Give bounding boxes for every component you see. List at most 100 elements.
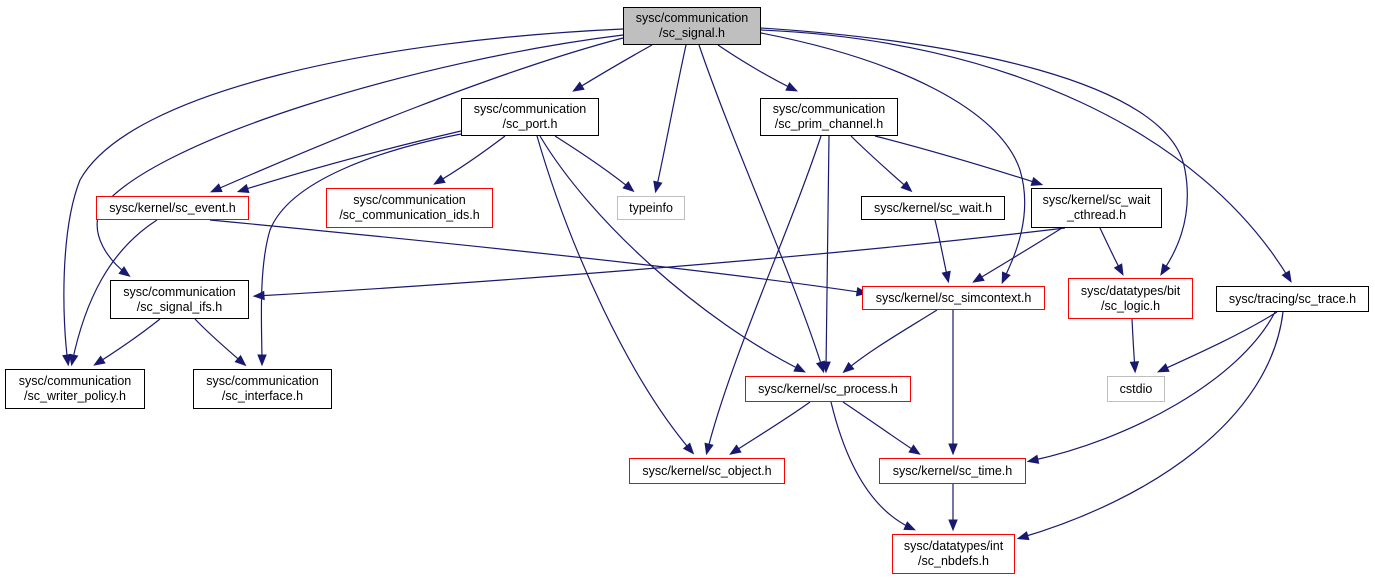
arrowhead bbox=[572, 81, 585, 92]
node-sc-interface[interactable]: sysc/communication /sc_interface.h bbox=[193, 369, 332, 409]
node-sc-process[interactable]: sysc/kernel/sc_process.h bbox=[745, 376, 911, 402]
node-label-line: cstdio bbox=[1119, 381, 1153, 396]
node-sc-writer-policy[interactable]: sysc/communication /sc_writer_policy.h bbox=[5, 369, 145, 409]
node-label-line: sysc/kernel/sc_object.h bbox=[642, 463, 772, 478]
arrowhead bbox=[1001, 271, 1011, 285]
edge-sc_prim_channel-to-sc_object bbox=[704, 135, 822, 456]
node-label-line: sysc/datatypes/int bbox=[903, 539, 1004, 553]
edge-sc_trace-to-sc_time bbox=[1026, 311, 1276, 464]
arrowhead bbox=[900, 180, 913, 193]
node-label-line: /sc_interface.h bbox=[221, 389, 304, 403]
node-label-line: /sc_communication_ids.h bbox=[339, 208, 480, 222]
arrowhead bbox=[1016, 531, 1030, 541]
node-label-line: sysc/communication bbox=[772, 102, 886, 116]
node-sc-logic[interactable]: sysc/datatypes/bit /sc_logic.h bbox=[1068, 278, 1193, 319]
edge-sc_port-to-sc_event bbox=[236, 130, 462, 193]
node-sc-signal: sysc/communication /sc_signal.h bbox=[623, 7, 761, 45]
node-sc-port[interactable]: sysc/communication /sc_port.h bbox=[461, 98, 599, 136]
edge-sc_port-to-sc_communication_ids bbox=[433, 135, 506, 185]
arrowhead bbox=[948, 519, 958, 532]
node-label-line: /sc_nbdefs.h bbox=[918, 554, 989, 568]
edge-layer bbox=[62, 27, 1292, 541]
node-label-line: sysc/tracing/sc_trace.h bbox=[1228, 291, 1357, 306]
arrowhead bbox=[972, 272, 985, 283]
edge-sc_simcontext-to-sc_process bbox=[842, 309, 938, 374]
edge-sc_wait_cthread-to-sc_logic bbox=[1099, 227, 1124, 276]
arrowhead bbox=[948, 443, 958, 456]
edge-sc_signal_ifs-to-sc_writer_policy bbox=[93, 318, 161, 366]
node-typeinfo: typeinfo bbox=[617, 196, 685, 220]
arrowhead bbox=[93, 355, 106, 366]
arrowhead bbox=[903, 521, 917, 531]
node-sc-prim-channel[interactable]: sysc/communication /sc_prim_channel.h bbox=[760, 98, 898, 136]
edge-sc_signal-to-sc_logic bbox=[760, 27, 1188, 276]
edge-sc_logic-to-cstdio bbox=[1129, 318, 1140, 374]
node-sc-wait-cthread[interactable]: sysc/kernel/sc_wait _cthread.h bbox=[1031, 188, 1162, 228]
arrowhead bbox=[1030, 176, 1044, 186]
arrowhead bbox=[236, 183, 250, 193]
arrowhead bbox=[793, 362, 806, 373]
edge-sc_port-to-sc_process bbox=[539, 135, 806, 373]
edge-sc_event-to-sc_simcontext bbox=[209, 219, 869, 297]
edge-sc_process-to-sc_time bbox=[842, 401, 921, 455]
node-sc-nbdefs[interactable]: sysc/datatypes/int /sc_nbdefs.h bbox=[892, 534, 1015, 574]
edge-sc_signal-to-sc_simcontext bbox=[760, 32, 1026, 285]
arrowhead bbox=[821, 361, 831, 374]
node-label-line: sysc/communication bbox=[206, 374, 319, 388]
arrowhead bbox=[704, 442, 714, 456]
node-label-line: sysc/communication bbox=[635, 11, 749, 25]
node-label-line: /sc_signal.h bbox=[658, 26, 725, 40]
node-sc-event[interactable]: sysc/kernel/sc_event.h bbox=[96, 196, 249, 220]
node-label-line: sysc/kernel/sc_wait bbox=[1042, 193, 1151, 207]
edge-sc_signal-to-sc_trace bbox=[760, 29, 1292, 283]
node-label-line: sysc/datatypes/bit bbox=[1080, 283, 1181, 298]
edge-sc_wait-to-sc_simcontext bbox=[934, 219, 951, 284]
edge-sc_trace-to-cstdio bbox=[1156, 311, 1278, 373]
edge-sc_signal-to-sc_process bbox=[698, 44, 825, 374]
arrowhead bbox=[1026, 454, 1040, 464]
node-label-line: sysc/communication bbox=[353, 193, 466, 207]
edge-sc_wait_cthread-to-sc_simcontext bbox=[972, 227, 1063, 283]
node-sc-signal-ifs[interactable]: sysc/communication /sc_signal_ifs.h bbox=[110, 280, 249, 319]
edge-sc_prim_channel-to-sc_wait bbox=[850, 135, 913, 193]
node-sc-trace[interactable]: sysc/tracing/sc_trace.h bbox=[1216, 286, 1369, 312]
arrowhead bbox=[433, 174, 446, 185]
node-label-line: /sc_port.h bbox=[502, 117, 558, 131]
arrowhead bbox=[209, 183, 223, 193]
arrowhead bbox=[729, 444, 742, 455]
edge-sc_signal-to-sc_signal_ifs bbox=[96, 34, 624, 278]
edge-sc_signal-to-typeinfo bbox=[653, 44, 687, 194]
node-sc-object[interactable]: sysc/kernel/sc_object.h bbox=[629, 458, 785, 484]
node-label-line: /sc_prim_channel.h bbox=[774, 117, 884, 131]
node-label-line: _cthread.h bbox=[1066, 208, 1127, 222]
edge-sc_signal-to-sc_event bbox=[209, 37, 624, 193]
node-label-line: /sc_logic.h bbox=[1100, 298, 1161, 313]
edge-sc_port-to-sc_interface bbox=[257, 133, 462, 367]
node-sc-simcontext[interactable]: sysc/kernel/sc_simcontext.h bbox=[862, 286, 1045, 310]
node-cstdio: cstdio bbox=[1107, 376, 1165, 402]
node-sc-wait[interactable]: sysc/kernel/sc_wait.h bbox=[861, 196, 1005, 220]
edge-sc_signal-to-sc_port bbox=[572, 44, 653, 92]
node-label-line: sysc/communication bbox=[18, 374, 132, 388]
arrowhead bbox=[653, 180, 663, 194]
arrowhead bbox=[1113, 263, 1124, 276]
arrowhead bbox=[622, 180, 635, 193]
edge-sc_port-to-typeinfo bbox=[554, 135, 635, 193]
edge-sc_signal_ifs-to-sc_interface bbox=[194, 318, 247, 367]
node-label-line: sysc/kernel/sc_time.h bbox=[892, 463, 1013, 478]
arrowhead bbox=[941, 270, 951, 284]
node-sc-communication-ids[interactable]: sysc/communication /sc_communication_ids… bbox=[326, 188, 493, 228]
node-label-line: typeinfo bbox=[629, 200, 673, 215]
node-label-line: /sc_writer_policy.h bbox=[24, 389, 126, 403]
node-sc-time[interactable]: sysc/kernel/sc_time.h bbox=[879, 458, 1026, 484]
arrowhead bbox=[234, 354, 247, 367]
arrowhead bbox=[682, 442, 695, 455]
edge-sc_prim_channel-to-sc_wait_cthread bbox=[874, 135, 1044, 186]
arrowhead bbox=[1156, 363, 1170, 373]
arrowhead bbox=[257, 354, 267, 367]
arrowhead bbox=[118, 266, 131, 278]
node-label-line: sysc/kernel/sc_wait.h bbox=[873, 200, 993, 215]
node-label-line: sysc/communication bbox=[123, 284, 236, 299]
arrowhead bbox=[62, 353, 72, 367]
